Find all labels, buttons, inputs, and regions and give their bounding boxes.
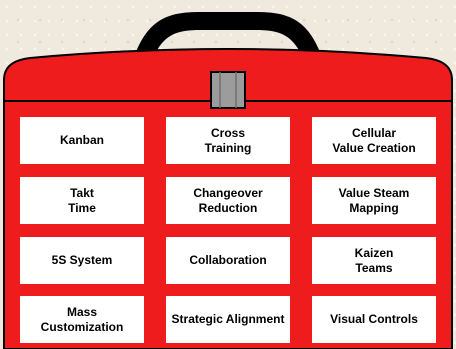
card-takt-time: Takt Time — [20, 177, 144, 224]
card-kanban: Kanban — [20, 117, 144, 164]
card-changeover-reduction: Changeover Reduction — [166, 177, 290, 224]
toolbox-handle — [136, 12, 320, 52]
card-label: Strategic Alignment — [171, 312, 285, 326]
card-label: Changeover Reduction — [193, 185, 263, 215]
card-label: Takt Time — [68, 185, 96, 215]
card-value-steam-mapping: Value Steam Mapping — [312, 177, 436, 224]
card-label: 5S System — [51, 253, 113, 267]
card-label: Visual Controls — [330, 312, 418, 326]
card-label: Mass Customization — [40, 304, 124, 334]
card-label: Value Steam Mapping — [338, 185, 410, 215]
card-mass-customization: Mass Customization — [20, 296, 144, 343]
card-label: Collaboration — [189, 253, 267, 267]
card-cross-training: Cross Training — [166, 117, 290, 164]
card-collaboration: Collaboration — [166, 237, 290, 284]
card-visual-controls: Visual Controls — [312, 296, 436, 343]
tools-grid: Kanban Cross Training Cellular Value Cre… — [20, 117, 436, 343]
card-5s-system: 5S System — [20, 237, 144, 284]
card-label: Kaizen Teams — [354, 245, 394, 275]
card-kaizen-teams: Kaizen Teams — [312, 237, 436, 284]
card-strategic-alignment: Strategic Alignment — [166, 296, 290, 343]
card-cellular-value-creation: Cellular Value Creation — [312, 117, 436, 164]
card-label: Cross Training — [204, 125, 252, 155]
card-label: Cellular Value Creation — [332, 125, 416, 155]
card-label: Kanban — [59, 133, 104, 147]
latch-icon — [210, 71, 246, 109]
